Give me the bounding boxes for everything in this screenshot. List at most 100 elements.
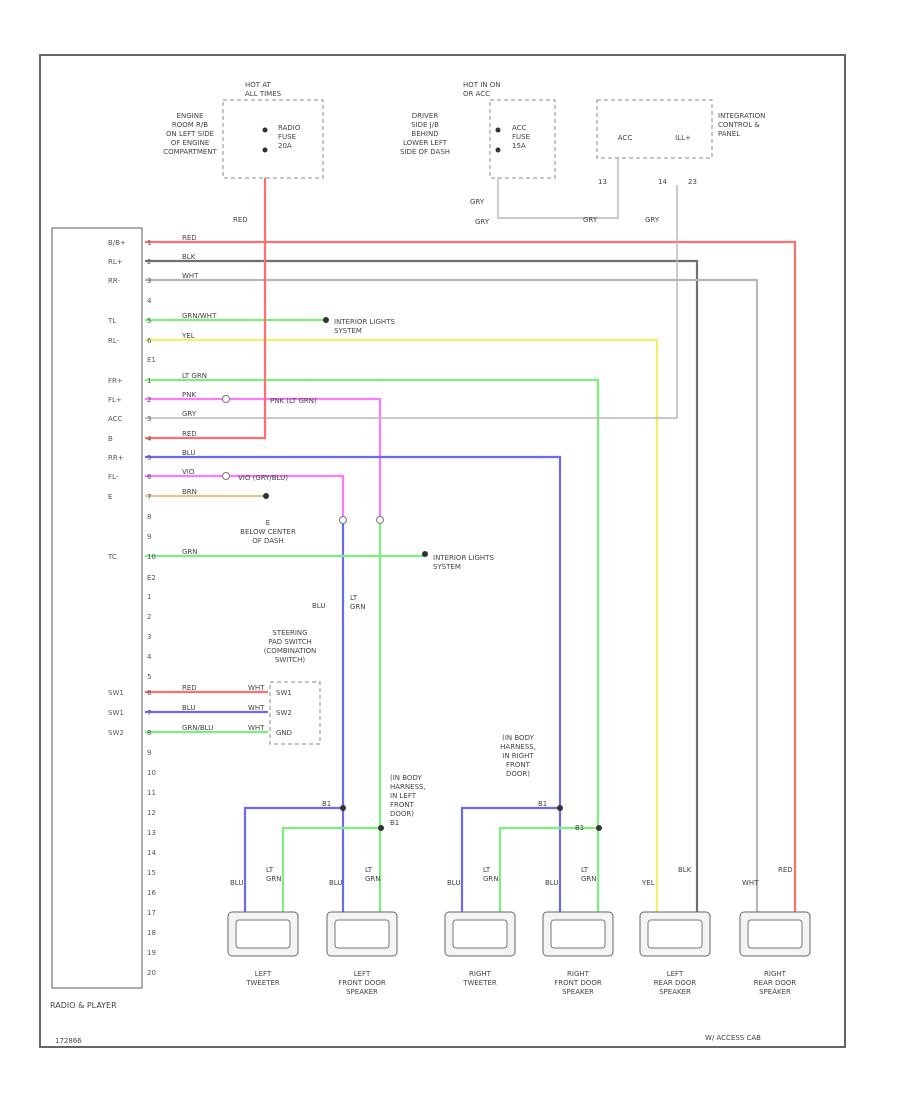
pin-number: 3 <box>147 277 151 285</box>
wire-red-bplus <box>145 240 797 912</box>
radio-pin-name: B/B+ <box>108 239 126 247</box>
wire-label-wht: WHT <box>182 272 199 280</box>
pin-number: 1 <box>147 239 151 247</box>
steering-wire-suffix: WHT <box>248 724 265 732</box>
pin-number: 17 <box>147 909 156 917</box>
pin-number: 14 <box>147 849 156 857</box>
pin-number: 5 <box>147 317 151 325</box>
integration-pin-ill: ILL+ <box>675 134 691 142</box>
pin-number: 1 <box>147 377 151 385</box>
radio-pin-name: SW1 <box>108 689 124 697</box>
fuse2-header: HOT IN ON <box>463 81 501 89</box>
wire-label-blk: BLK <box>182 253 196 261</box>
wire-vlabel-lt-grn: GRN <box>350 603 366 611</box>
splice-left-label: B1 <box>390 819 399 827</box>
speaker-wire-label-a: WHT <box>742 879 759 887</box>
splice-right-blu <box>557 805 563 811</box>
wire-label-gry-fuse: GRY <box>475 218 490 226</box>
steering-wire-label: GRN/BLU <box>182 724 213 732</box>
wire-label-gry-acc: GRY <box>470 198 485 206</box>
wire-label-gry-panel: GRY <box>645 216 660 224</box>
wire-vio-b <box>230 474 345 518</box>
wire-label-brn: BRN <box>182 488 197 496</box>
wire-label-pnk: PNK <box>182 391 196 399</box>
splice-right-label: (IN BODY <box>502 734 534 742</box>
fuse1-location: ENGINE <box>177 112 204 120</box>
steering-wire-suffix: WHT <box>248 684 265 692</box>
wire-blu-rr <box>145 455 562 912</box>
radio-pin-name: SW1 <box>108 709 124 717</box>
speaker-name: SPEAKER <box>562 988 594 996</box>
radio-pin-name: SW2 <box>108 729 124 737</box>
pin-number: 11 <box>147 789 156 797</box>
steering-switch-label: STEERING <box>272 629 307 637</box>
splice-left-label: DOOR) <box>390 810 414 818</box>
fuse1-location: OF ENGINE <box>171 139 210 147</box>
ground-label: BELOW CENTER <box>240 528 296 536</box>
splice-right-label: DOOR) <box>506 770 530 778</box>
diagram-frame <box>39 54 846 1048</box>
wire-vlabel-blu: BLU <box>312 602 325 610</box>
splice-left-label: HARNESS, <box>390 783 426 791</box>
speaker-name: RIGHT <box>567 970 590 978</box>
pin-number: 5 <box>147 673 151 681</box>
pin-number: 15 <box>147 869 156 877</box>
integration-pin-acc: ACC <box>618 134 633 142</box>
pin-number: 2 <box>147 258 151 266</box>
pin-number: 4 <box>147 297 152 305</box>
fuse1-location: COMPARTMENT <box>163 148 217 156</box>
radio-pin-name: RR- <box>108 277 120 285</box>
splice-left-label: IN LEFT <box>390 792 417 800</box>
wire-label-blu: BLU <box>182 449 195 457</box>
fuse1-rating: RADIO <box>278 124 301 132</box>
pin-number: 9 <box>147 749 151 757</box>
pin-number: 10 <box>147 769 156 777</box>
speaker-cone <box>334 919 390 949</box>
speaker-name: FRONT DOOR <box>554 979 602 987</box>
pin-number: 4 <box>147 653 152 661</box>
speaker-name: LEFT <box>354 970 371 978</box>
integration-pin-23: 23 <box>688 178 697 186</box>
pin-number: 9 <box>147 533 151 541</box>
wire-vio-transition <box>339 516 347 524</box>
speaker-wire-label-b: GRN <box>483 875 499 883</box>
steering-pin: SW1 <box>276 689 292 697</box>
radio-label: RADIO & PLAYER <box>50 1001 117 1010</box>
integration-label: CONTROL & <box>718 121 760 129</box>
wire-label-red-fuse: RED <box>233 216 248 224</box>
pin-number: 8 <box>147 729 151 737</box>
wire-grn-right-tweeter <box>498 826 598 912</box>
speaker-name: LEFT <box>667 970 684 978</box>
speaker-wire-label-b: GRN <box>266 875 282 883</box>
pin-number: 2 <box>147 613 151 621</box>
integration-pin-13: 13 <box>598 178 607 186</box>
fuse2-location: DRIVER <box>412 112 439 120</box>
fuse2-location: LOWER LEFT <box>403 139 448 147</box>
pin-number: 2 <box>147 396 151 404</box>
footer-code: 172866 <box>55 1037 82 1045</box>
wire-vlabel-lt-grn: LT <box>350 594 358 602</box>
wire-label-gry-acc2: GRY <box>583 216 598 224</box>
integration-label: INTEGRATION <box>718 112 765 120</box>
speaker-wire-label-b: LT <box>581 866 589 874</box>
fuse1-header: ALL TIMES <box>245 90 282 98</box>
speaker-wire-label-b: RED <box>778 866 793 874</box>
fuse1-location: ON LEFT SIDE <box>166 130 214 138</box>
pin-number: 6 <box>147 337 152 345</box>
speaker-wire-label-b: LT <box>483 866 491 874</box>
fuse2-rating: 15A <box>512 142 526 150</box>
splice-left-label: (IN BODY <box>390 774 422 782</box>
speaker-cone <box>550 919 606 949</box>
radio-pin-name: RL+ <box>108 258 123 266</box>
wire-label-gry: GRY <box>182 410 197 418</box>
wire-label-pnk-lt-grn: PNK (LT GRN) <box>270 397 317 405</box>
wire-pnk-transition <box>376 516 384 524</box>
speaker-name: SPEAKER <box>346 988 378 996</box>
splice-right-grn <box>596 825 602 831</box>
speaker-cone <box>647 919 703 949</box>
pin-number: 10 <box>147 553 156 561</box>
radio-pin-name: E <box>108 493 112 501</box>
integration-pin-14: 14 <box>658 178 667 186</box>
